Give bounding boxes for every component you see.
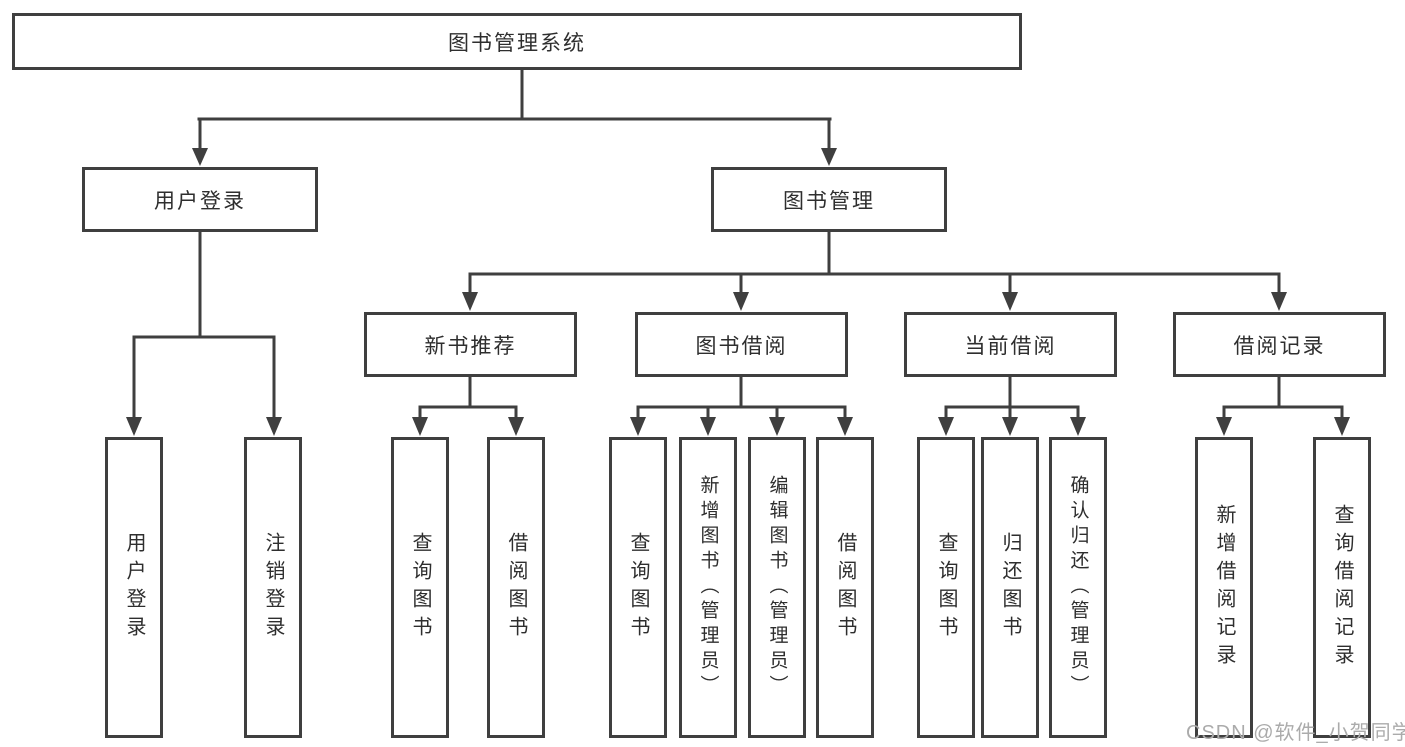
leaf-logout: 注销登录: [244, 437, 302, 738]
node-new-book-rec: 新书推荐: [364, 312, 577, 377]
leaf-cb-confirm-return-label: 确认归还（管理员）: [1067, 475, 1089, 700]
edge-user-login-children: [126, 230, 282, 436]
node-new-book-rec-label: 新书推荐: [424, 334, 517, 358]
leaf-cb-query-books: 查询图书: [917, 437, 975, 738]
edge-new-book-rec-children: [412, 375, 524, 436]
leaf-bb-add-books: 新增图书（管理员）: [679, 437, 737, 738]
leaf-logout-label: 注销登录: [262, 531, 284, 644]
leaf-user-login-label: 用户登录: [123, 531, 145, 644]
leaf-rec-borrow-books-label: 借阅图书: [505, 531, 527, 644]
leaf-br-query-record: 查询借阅记录: [1313, 437, 1371, 738]
leaf-bb-borrow-books: 借阅图书: [816, 437, 874, 738]
leaf-bb-edit-books: 编辑图书（管理员）: [748, 437, 806, 738]
node-book-borrow-label: 图书借阅: [695, 334, 788, 358]
leaf-cb-query-books-label: 查询图书: [935, 531, 957, 644]
node-user-login-label: 用户登录: [154, 189, 246, 213]
leaf-bb-query-books: 查询图书: [609, 437, 667, 738]
edge-current-borrow-children: [938, 375, 1086, 436]
leaf-bb-add-books-label: 新增图书（管理员）: [697, 475, 719, 700]
edge-borrow-records-children: [1216, 375, 1350, 436]
node-user-login: 用户登录: [82, 167, 318, 232]
node-current-borrow: 当前借阅: [904, 312, 1117, 377]
edge-root-to-level2: [192, 66, 837, 166]
leaf-br-add-record-label: 新增借阅记录: [1213, 503, 1235, 672]
leaf-rec-borrow-books: 借阅图书: [487, 437, 545, 738]
leaf-cb-confirm-return: 确认归还（管理员）: [1049, 437, 1107, 738]
node-book-borrow: 图书借阅: [635, 312, 848, 377]
node-book-mgmt-label: 图书管理: [783, 189, 875, 213]
leaf-rec-query-books: 查询图书: [391, 437, 449, 738]
leaf-user-login: 用户登录: [105, 437, 163, 738]
node-borrow-records: 借阅记录: [1173, 312, 1386, 377]
node-borrow-records-label: 借阅记录: [1233, 334, 1326, 358]
node-book-mgmt: 图书管理: [711, 167, 947, 232]
leaf-br-add-record: 新增借阅记录: [1195, 437, 1253, 738]
edge-book-borrow-children: [630, 375, 853, 436]
leaf-bb-query-books-label: 查询图书: [627, 531, 649, 644]
node-current-borrow-label: 当前借阅: [964, 334, 1057, 358]
leaf-br-query-record-label: 查询借阅记录: [1331, 503, 1353, 672]
leaf-bb-borrow-books-label: 借阅图书: [834, 531, 856, 644]
edge-book-mgmt-children: [462, 230, 1287, 311]
leaf-cb-return-books-label: 归还图书: [999, 531, 1021, 644]
node-root-label: 图书管理系统: [448, 31, 586, 55]
leaf-cb-return-books: 归还图书: [981, 437, 1039, 738]
csdn-watermark: CSDN @软件_小贺同学: [1186, 722, 1405, 744]
leaf-rec-query-books-label: 查询图书: [409, 531, 431, 644]
node-root: 图书管理系统: [12, 13, 1022, 70]
leaf-bb-edit-books-label: 编辑图书（管理员）: [766, 475, 788, 700]
